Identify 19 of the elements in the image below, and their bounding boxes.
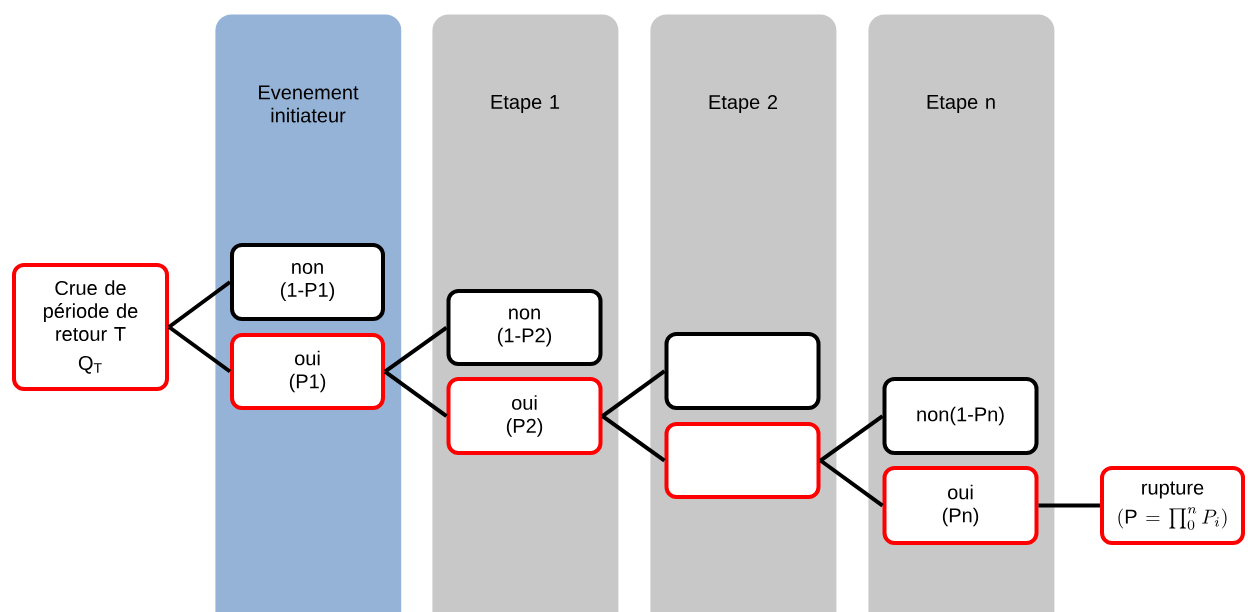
process-box: Crue de période de retour T Q$_{T}$ bbox=[12, 263, 169, 391]
process-box: non(1-Pn) bbox=[882, 377, 1039, 455]
process-box: rupture $(\mathrm{P} = \prod_{0}^{n} P_{i})$ bbox=[1100, 466, 1245, 545]
empty-box bbox=[664, 332, 821, 410]
connector-line bbox=[167, 325, 232, 374]
process-box: oui (P1) bbox=[230, 333, 385, 410]
connector-line bbox=[383, 369, 448, 418]
connector-line bbox=[819, 458, 884, 508]
process-box: non (1-P1) bbox=[230, 243, 385, 321]
connector-line bbox=[601, 414, 666, 463]
process-box: non (1-P2) bbox=[446, 289, 603, 366]
connector-line bbox=[819, 414, 884, 463]
connector-line bbox=[167, 280, 232, 329]
process-box: oui (Pn) bbox=[882, 466, 1039, 545]
empty-box bbox=[664, 422, 821, 499]
connector-line bbox=[1038, 503, 1100, 508]
connector-line bbox=[383, 325, 448, 374]
process-box: oui (P2) bbox=[446, 377, 603, 455]
connector-line bbox=[601, 369, 666, 418]
